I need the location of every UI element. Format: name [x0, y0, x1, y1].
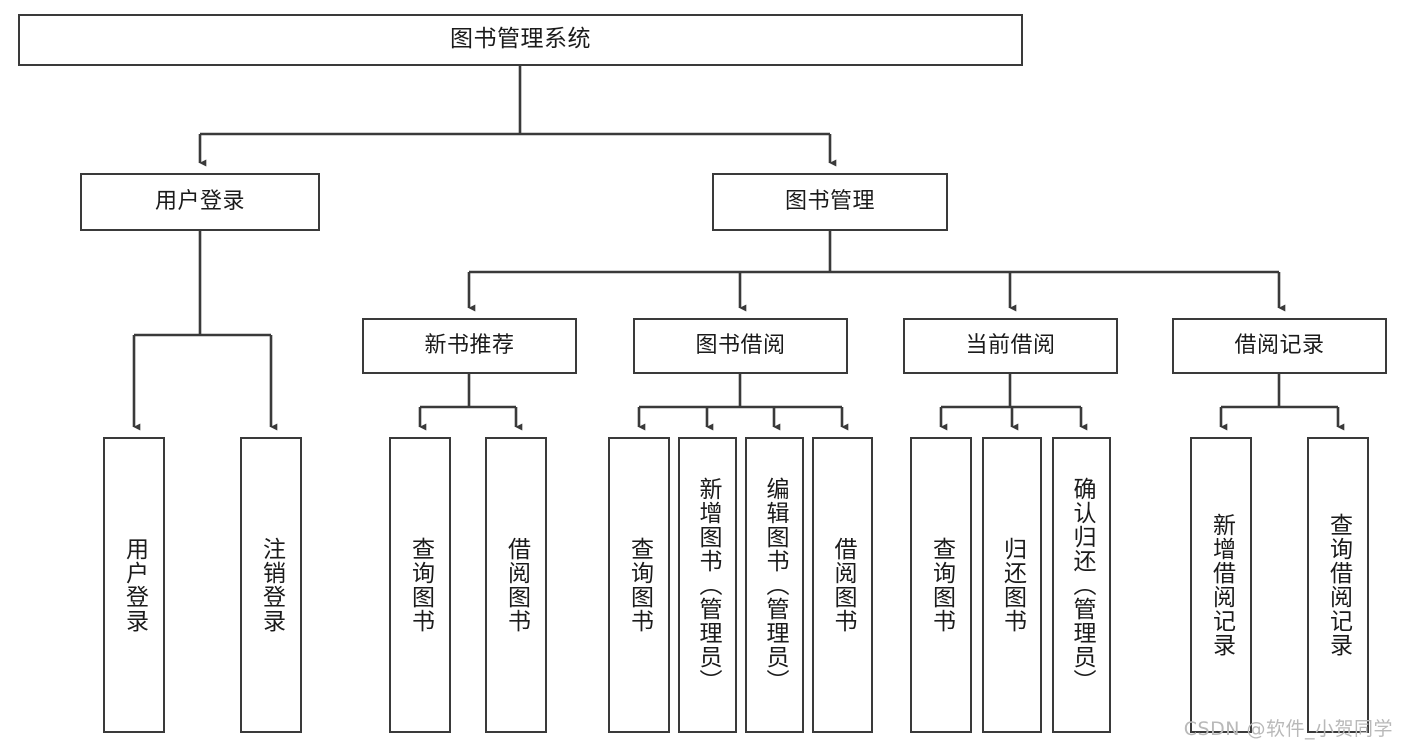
connector-group-root — [198, 66, 837, 167]
connector-group-borrow-record — [1219, 374, 1345, 431]
node-label: 图书管理 — [784, 189, 875, 215]
node-new-book-recommend[interactable]: 新书推荐 — [362, 318, 577, 374]
node-current-borrow[interactable]: 当前借阅 — [903, 318, 1118, 374]
node-label: 查询图书 — [407, 537, 434, 633]
node-leaf-edit-book-admin[interactable]: 编辑图书（管理员） — [745, 437, 804, 733]
node-label: 查询图书 — [626, 537, 653, 633]
node-leaf-user-login[interactable]: 用户登录 — [103, 437, 165, 733]
node-leaf-add-borrow-record[interactable]: 新增借阅记录 — [1190, 437, 1252, 733]
node-leaf-confirm-return-admin[interactable]: 确认归还（管理员） — [1052, 437, 1111, 733]
node-user-login[interactable]: 用户登录 — [80, 173, 320, 231]
node-label: 查询借阅记录 — [1325, 513, 1352, 657]
node-label: 注销登录 — [258, 537, 285, 633]
node-label: 借阅记录 — [1234, 333, 1325, 359]
node-label: 用户登录 — [154, 189, 245, 215]
node-label: 新书推荐 — [424, 333, 515, 359]
node-leaf-query-book-borrow[interactable]: 查询图书 — [608, 437, 670, 733]
node-label: 新增图书（管理员） — [694, 477, 721, 693]
node-label: 确认归还（管理员） — [1068, 477, 1095, 693]
connector-group-current-borrow — [939, 374, 1088, 431]
watermark-text: CSDN @软件_小贺同学 — [1183, 718, 1393, 740]
node-label: 查询图书 — [928, 537, 955, 633]
node-leaf-query-book-rec[interactable]: 查询图书 — [389, 437, 451, 733]
node-book-borrow[interactable]: 图书借阅 — [633, 318, 848, 374]
node-book-manage[interactable]: 图书管理 — [712, 173, 948, 231]
node-leaf-return-book[interactable]: 归还图书 — [982, 437, 1042, 733]
node-leaf-logout[interactable]: 注销登录 — [240, 437, 302, 733]
node-leaf-query-borrow-record[interactable]: 查询借阅记录 — [1307, 437, 1369, 733]
node-leaf-query-book-current[interactable]: 查询图书 — [910, 437, 972, 733]
node-leaf-borrow-book[interactable]: 借阅图书 — [812, 437, 873, 733]
node-label: 图书借阅 — [695, 333, 786, 359]
node-label: 归还图书 — [999, 537, 1026, 633]
node-leaf-borrow-book-rec[interactable]: 借阅图书 — [485, 437, 547, 733]
node-borrow-record[interactable]: 借阅记录 — [1172, 318, 1387, 374]
node-label: 图书管理系统 — [450, 26, 591, 53]
connector-group-book-manage — [467, 231, 1286, 312]
node-root-system[interactable]: 图书管理系统 — [18, 14, 1023, 66]
node-label: 新增借阅记录 — [1208, 513, 1235, 657]
node-label: 用户登录 — [121, 537, 148, 633]
connector-group-user-login — [132, 231, 278, 431]
node-label: 编辑图书（管理员） — [761, 477, 788, 693]
node-leaf-add-book-admin[interactable]: 新增图书（管理员） — [678, 437, 737, 733]
node-label: 当前借阅 — [965, 333, 1056, 359]
connector-group-book-borrow — [637, 374, 849, 431]
node-label: 借阅图书 — [503, 537, 530, 633]
node-label: 借阅图书 — [829, 537, 856, 633]
connector-group-new-book-rec — [418, 374, 523, 431]
